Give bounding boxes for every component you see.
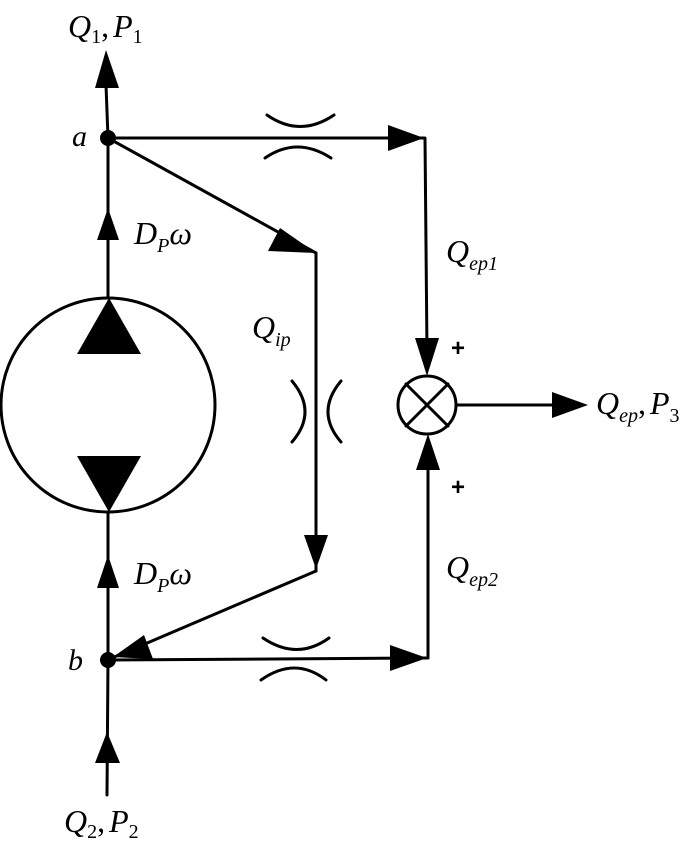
b-in-arrow-icon <box>113 635 153 659</box>
internal-down-arrow-icon <box>304 535 328 569</box>
inlet-line <box>105 658 110 797</box>
orifice-top <box>263 113 336 160</box>
sum-junction-icon <box>396 374 458 436</box>
pump-triangle-up-icon <box>77 298 141 354</box>
pump-flow-label-upper: DPω <box>133 215 192 257</box>
ext2-arrow-icon <box>390 645 427 671</box>
internal-in-arrow-icon <box>268 228 316 253</box>
pump-flow-arrow-upper-icon <box>97 208 119 240</box>
pump-flow-arrow-lower-icon <box>97 555 119 588</box>
output-arrow-icon <box>552 392 588 418</box>
sum-in-top-arrow-icon <box>415 338 439 376</box>
inlet-label: Q2,P2 <box>64 803 139 843</box>
orifice-bottom <box>259 636 331 682</box>
line-ext1-down <box>423 136 429 354</box>
node-b <box>100 652 116 668</box>
outlet-line <box>104 83 110 140</box>
node-b-label: b <box>68 644 83 677</box>
sum-sign-bottom: + <box>451 474 465 501</box>
ext-leak-1-label: Qep1 <box>446 233 498 275</box>
node-a <box>100 130 116 146</box>
line-b-to-ext2 <box>106 656 430 662</box>
inlet-arrow-icon <box>95 732 120 763</box>
ext-leak-2-label: Qep2 <box>446 549 498 591</box>
orifice-internal <box>290 379 343 444</box>
external-output-label: Qep,P3 <box>596 385 680 427</box>
sum-in-bottom-arrow-icon <box>416 434 440 470</box>
pump-icon <box>0 296 217 514</box>
pump-flow-label-lower: DPω <box>133 555 192 597</box>
ext1-arrow-icon <box>388 125 424 151</box>
outlet-arrow-icon <box>95 50 119 88</box>
sum-sign-top: + <box>451 335 465 362</box>
node-a-label: a <box>72 120 87 153</box>
outlet-label: Q1,P1 <box>68 8 143 48</box>
internal-leak-label: Qip <box>252 309 291 351</box>
pump-triangle-down-icon <box>77 456 141 512</box>
